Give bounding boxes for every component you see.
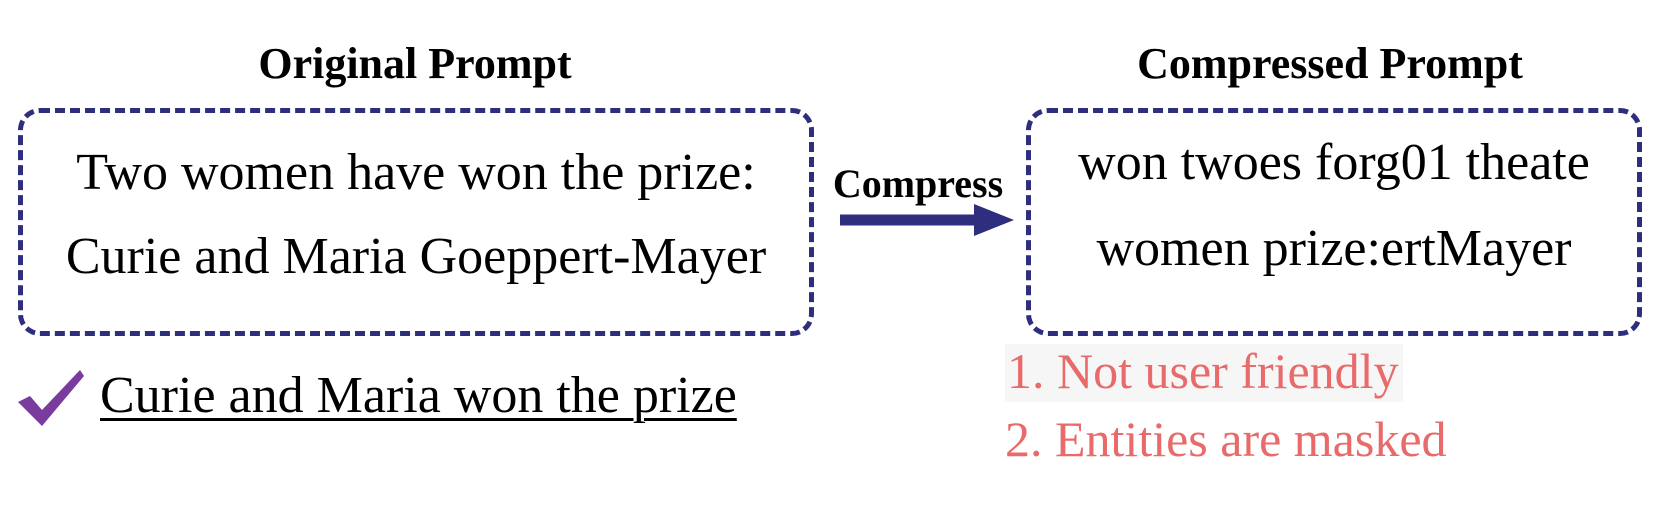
compress-arrow-icon: [840, 204, 1014, 236]
original-prompt-line-2: Curie and Maria Goeppert-Mayer: [65, 228, 767, 285]
issue-item-2: 2. Entities are masked: [1005, 411, 1447, 467]
compressed-prompt-line-1: won twoes forg01 theate: [1078, 134, 1590, 191]
original-prompt-heading: Original Prompt: [258, 39, 572, 88]
arrow-head: [974, 204, 1014, 236]
check-mark-shape: [18, 370, 84, 426]
original-prompt-box: Two women have won the prize: Curie and …: [18, 108, 814, 336]
issue-item-1: 1. Not user friendly: [1005, 344, 1403, 402]
check-icon: [18, 370, 84, 426]
compressed-prompt-line-2: women prize:ertMayer: [1096, 220, 1572, 277]
compressed-prompt-box: won twoes forg01 theate women prize:ertM…: [1026, 108, 1642, 336]
compress-label: Compress: [832, 161, 1004, 206]
compressed-prompt-heading: Compressed Prompt: [1137, 39, 1523, 88]
answer-text: Curie and Maria won the prize: [100, 367, 737, 424]
original-prompt-line-1: Two women have won the prize:: [76, 144, 756, 201]
